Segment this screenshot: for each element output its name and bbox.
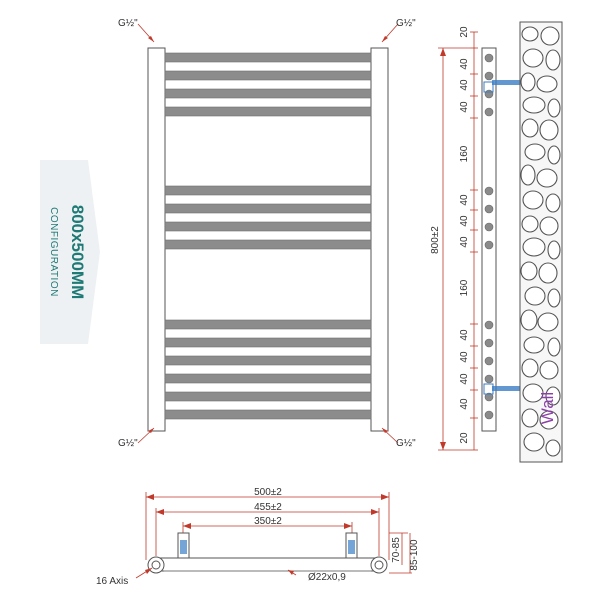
depth-max-label: 85-100 [409,539,420,571]
left-valve [177,532,190,560]
side-bar-ends [484,53,494,420]
port-bottom-right: G½" [381,427,416,449]
segment-label: 40 [459,194,470,206]
front-view: G½" G½" G½" G½" [118,18,416,449]
segment-label: 40 [459,101,470,113]
heating-bar [164,409,372,420]
heating-bar [164,203,372,214]
heating-bar [164,70,372,81]
port-bottom-left-label: G½" [118,438,138,449]
banner-subtitle: CONFIGURATION [48,207,59,297]
plan-end-right [370,556,388,574]
right-rail [370,47,389,432]
heating-bar [164,221,372,232]
valve-centres-label: 350±2 [254,516,282,527]
banner-size-label: 800x500MM [68,205,87,300]
heating-bar [164,52,372,63]
total-height-label: 800±2 [430,226,441,254]
segment-ticks [470,31,478,451]
segment-labels: 20 40 40 40 160 40 40 40 160 40 40 40 40… [459,26,470,444]
depth-min-label: 70-85 [391,537,402,563]
segment-label: 20 [459,432,470,444]
segment-label: 40 [459,351,470,363]
plan-end-left [147,556,165,574]
segment-label: 40 [459,329,470,341]
heating-bar [164,373,372,384]
side-profile-rail [481,47,497,432]
port-bottom-right-label: G½" [396,438,416,449]
axis-label: 16 Axis [96,576,128,587]
segment-label: 160 [459,279,470,296]
heating-bar [164,239,372,250]
pipe-centres-label: 455±2 [254,502,282,513]
overall-width-label: 500±2 [254,487,282,498]
plan-body [155,557,380,572]
segment-label: 40 [459,215,470,227]
heating-bar [164,337,372,348]
port-top-left: G½" [118,18,155,43]
port-top-right: G½" [381,18,416,43]
stone-wall: Wall [519,21,563,463]
segment-label: 40 [459,79,470,91]
wall-bracket-bottom [483,383,520,395]
heating-bar [164,355,372,366]
heating-bar [164,106,372,117]
heating-bar [164,319,372,330]
heating-bar [164,88,372,99]
side-view: 800±2 20 40 40 40 160 40 40 [430,21,563,463]
segment-label: 40 [459,398,470,410]
segment-label: 20 [459,26,470,38]
segment-label: 40 [459,58,470,70]
port-bottom-left: G½" [118,427,155,449]
tube-label: Ø22x0,9 [308,572,346,583]
wall-bracket-top [483,80,520,93]
wall-label: Wall [538,392,557,424]
right-valve [345,532,358,560]
segment-label: 40 [459,373,470,385]
port-top-right-label: G½" [396,18,416,29]
top-view: 500±2 455±2 350±2 [96,487,420,587]
heating-bar [164,185,372,196]
segment-label: 40 [459,236,470,248]
configuration-banner: 800x500MM CONFIGURATION [40,160,100,344]
port-top-left-label: G½" [118,18,138,29]
heating-bar [164,391,372,402]
left-rail [147,47,166,432]
banner-arrow-shape [40,160,100,344]
segment-label: 160 [459,145,470,162]
